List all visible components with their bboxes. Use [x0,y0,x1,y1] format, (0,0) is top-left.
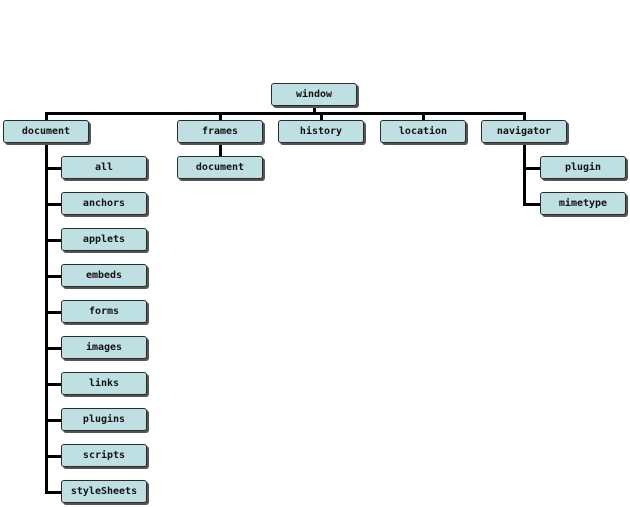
connector-to-navigator [523,112,526,120]
node-document-links: links [61,372,147,395]
node-window: window [271,83,357,106]
node-frames-document: document [177,156,263,179]
connector-document-all [45,167,61,170]
connector-document-links [45,383,61,386]
node-navigator: navigator [481,120,567,143]
connector-document-applets [45,239,61,242]
connector-top-bus [45,112,526,115]
connector-document-plugins [45,419,61,422]
connector-navigator-spine [523,143,526,206]
connector-to-frames [219,112,222,120]
connector-window-down [313,106,316,114]
node-document-applets: applets [61,228,147,251]
connector-to-document [45,112,48,120]
node-location: location [380,120,466,143]
node-history: history [278,120,364,143]
node-document: document [3,120,89,143]
node-document-stylesheets: styleSheets [61,480,147,503]
node-document-embeds: embeds [61,264,147,287]
node-document-forms: forms [61,300,147,323]
node-document-anchors: anchors [61,192,147,215]
node-navigator-plugin: plugin [540,156,626,179]
connector-to-history [320,112,323,120]
connector-to-location [422,112,425,120]
node-document-plugins: plugins [61,408,147,431]
connector-document-embeds [45,275,61,278]
connector-document-stylesheets [45,491,61,494]
connector-document-anchors [45,203,61,206]
connector-document-spine [45,143,48,493]
node-navigator-mimetype: mimetype [540,192,626,215]
node-document-all: all [61,156,147,179]
node-document-images: images [61,336,147,359]
connector-document-scripts [45,455,61,458]
connector-frames-spine [219,143,222,156]
connector-document-images [45,347,61,350]
connector-document-forms [45,311,61,314]
node-document-scripts: scripts [61,444,147,467]
connector-navigator-plugin [523,167,540,170]
connector-navigator-mimetype [523,203,540,206]
node-frames: frames [177,120,263,143]
